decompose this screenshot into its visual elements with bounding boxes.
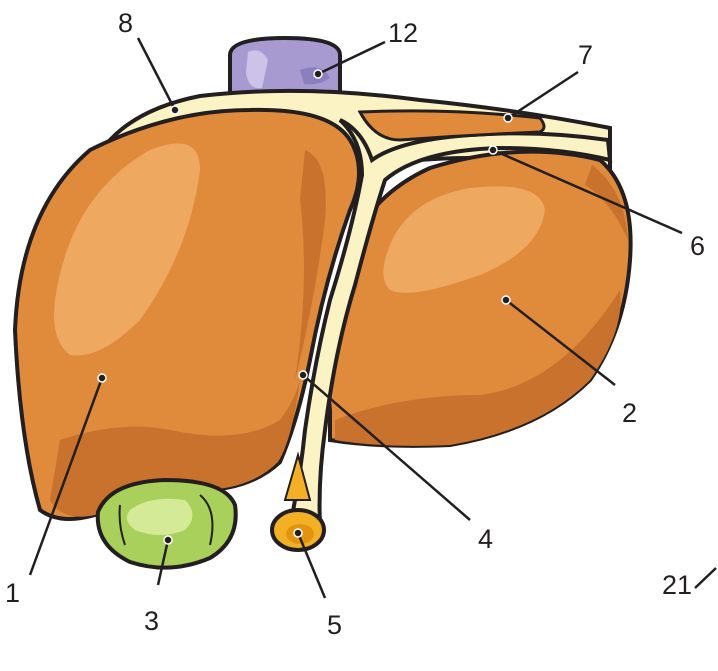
label-3: 3 [144,608,159,635]
leader-line-8 [138,38,175,110]
label-4: 4 [478,526,493,553]
pointer-dot-1 [98,374,106,382]
pointer-dot-12 [314,70,322,78]
label-5: 5 [327,612,342,639]
pointer-dot-8 [171,106,179,114]
pointer-dot-2 [502,296,510,304]
label-2: 2 [622,400,637,427]
pointer-dot-6 [489,146,497,154]
label-12: 12 [388,20,418,47]
label-21: 21 [662,572,692,599]
pointer-dot-5 [294,529,302,537]
pointer-dot-7 [504,114,512,122]
label-8: 8 [118,10,133,37]
leader-line-7 [508,72,578,118]
gallbladder [98,480,236,568]
leader-line-21 [695,568,716,588]
label-7: 7 [578,42,593,69]
pointer-dot-4 [299,371,307,379]
label-1: 1 [5,580,20,607]
label-6: 6 [690,233,705,260]
pointer-dot-3 [164,536,172,544]
